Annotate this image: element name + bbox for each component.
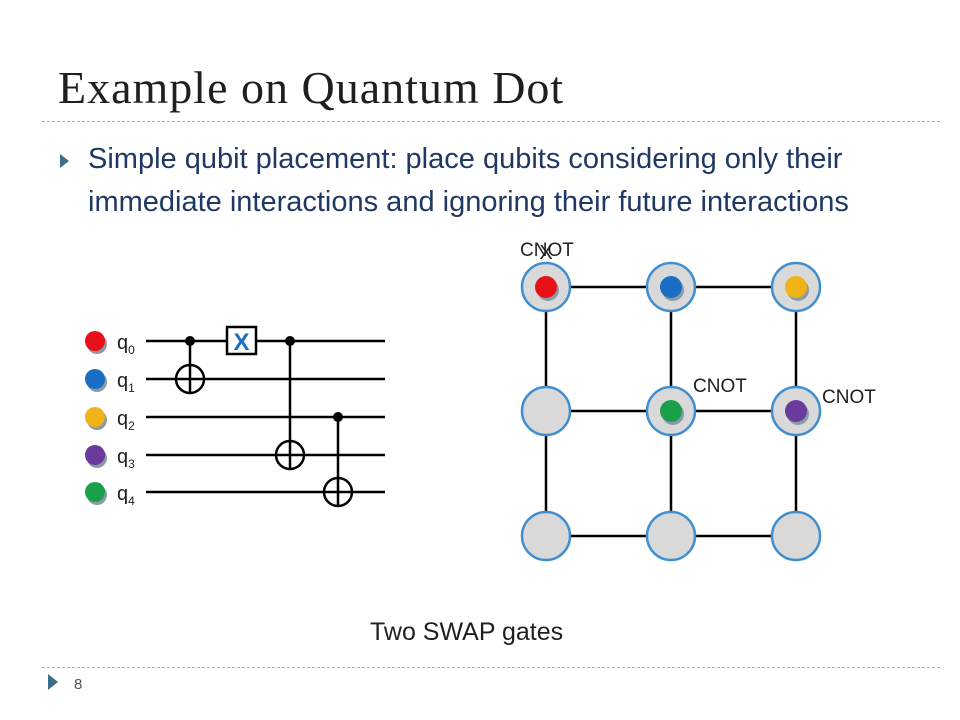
qubit-label-q1: q1 [117, 370, 135, 395]
grid-node-0-0 [520, 261, 572, 313]
cross-mark-icon: X [539, 242, 552, 264]
grid-node-1-2 [770, 385, 822, 437]
qubit-label-q2: q2 [117, 408, 135, 433]
slide-number: 8 [74, 676, 83, 693]
bullet-text: Simple qubit placement: place qubits con… [88, 143, 849, 218]
grid-node-1-0 [520, 385, 572, 437]
qubit-dot-q0 [85, 331, 107, 354]
qubit-dot-q1 [85, 369, 107, 392]
cnot-gate-q2-q4 [322, 412, 354, 508]
swap-gate-box: X [225, 325, 258, 356]
grid-node-2-0 [520, 510, 572, 562]
quantum-dot-grid: CNOT X CNOT CNOT [520, 240, 876, 562]
qubit-dot-q3 [85, 445, 107, 468]
qubit-label-q3: q3 [117, 446, 135, 471]
qubit-dot-q2 [85, 407, 107, 430]
grid-node-0-1 [645, 261, 697, 313]
grid-node-1-1 [645, 385, 697, 437]
diagram-caption: Two SWAP gates [370, 618, 564, 646]
grid-node-2-2 [770, 510, 822, 562]
grid-node-2-1 [645, 510, 697, 562]
swap-x-mark: X [233, 329, 249, 356]
qubit-label-q4: q4 [117, 483, 135, 508]
qubit-label-q0: q0 [117, 332, 135, 357]
bullet-arrow-icon [60, 154, 69, 168]
footer-divider [42, 667, 940, 668]
slide-title: Example on Quantum Dot [58, 62, 565, 113]
footer-arrow-icon [48, 674, 58, 690]
qubit-dot-q4 [85, 482, 107, 505]
title-divider [42, 121, 940, 122]
cnot-label-right: CNOT [822, 387, 876, 408]
cnot-gate-q0-q1 [174, 336, 206, 395]
cnot-label-center: CNOT [693, 376, 747, 397]
grid-node-0-2 [770, 261, 822, 313]
cnot-gate-q0-q3 [274, 336, 306, 471]
cnot-label-top-left: CNOT [520, 240, 574, 261]
quantum-circuit: q0 q1 q2 q3 q4 X [85, 325, 385, 508]
